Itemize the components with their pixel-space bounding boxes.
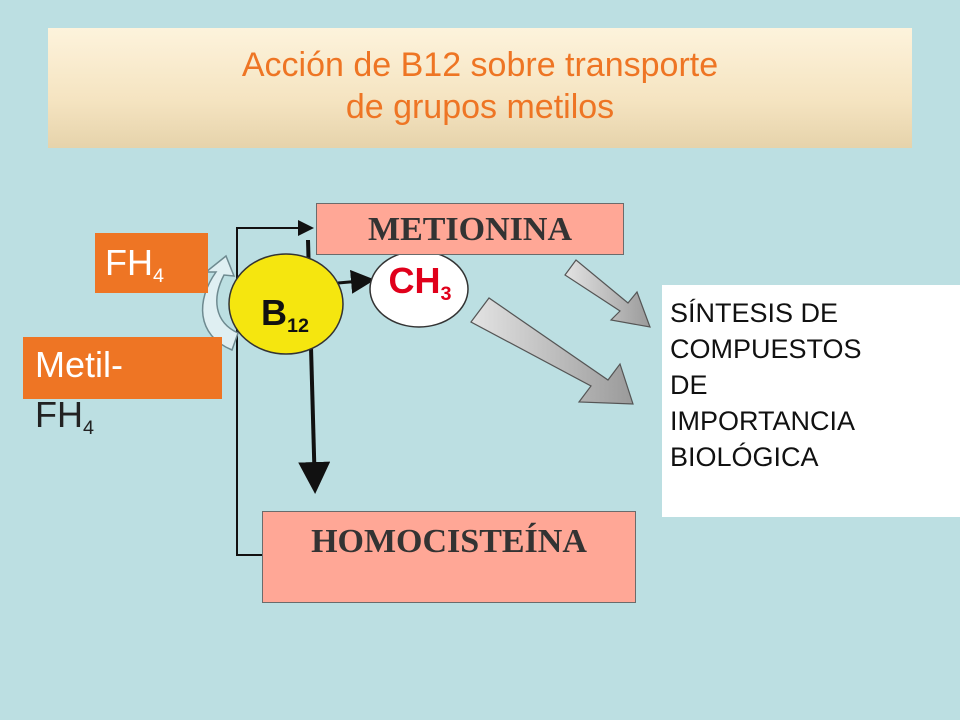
sintesis-line-2: COMPUESTOS [670,334,862,364]
block-arrow-lower [470,297,634,405]
b12-circle [228,253,344,355]
metil-fh4-box [23,337,222,399]
title-line-2: de grupos metilos [345,88,615,126]
ch3-label: CH3 [372,260,468,306]
ch3-subscript: 3 [440,282,452,305]
b12-subscript: 12 [286,314,309,337]
sintesis-box: SÍNTESIS DE COMPUESTOS DE IMPORTANCIA BI… [662,285,960,517]
sintesis-line-5: BIOLÓGICA [670,442,819,472]
cycle-bracket-line [236,220,314,556]
sintesis-line-1: SÍNTESIS DE [670,298,839,328]
metil-line-2: FH4 [35,390,123,453]
metil-fh-label: FH [35,394,83,435]
fh4-label: FH [105,242,153,283]
fh4-box: FH4 [95,233,208,293]
curved-transfer-arrow [201,254,239,351]
metionina-box: METIONINA [316,203,624,255]
title-line-1: Acción de B12 sobre transporte [241,46,719,84]
sintesis-line-3: DE [670,370,708,400]
metil-fh-subscript: 4 [83,416,95,439]
homocisteina-box: HOMOCISTEÍNA [262,511,636,603]
ch3-base: CH [388,260,441,301]
b12-to-ch3-arrow [337,269,375,294]
b12-label: B12 [230,292,340,338]
title-banner: Acción de B12 sobre transporte de grupos… [48,28,912,148]
b12-base: B [260,292,287,333]
sintesis-line-4: IMPORTANCIA [670,406,856,436]
fh4-subscript: 4 [153,264,165,287]
metil-line-1: Metil- [35,344,123,385]
metil-fh4-label: Metil- FH4 [35,340,123,453]
block-arrow-upper [564,259,651,328]
